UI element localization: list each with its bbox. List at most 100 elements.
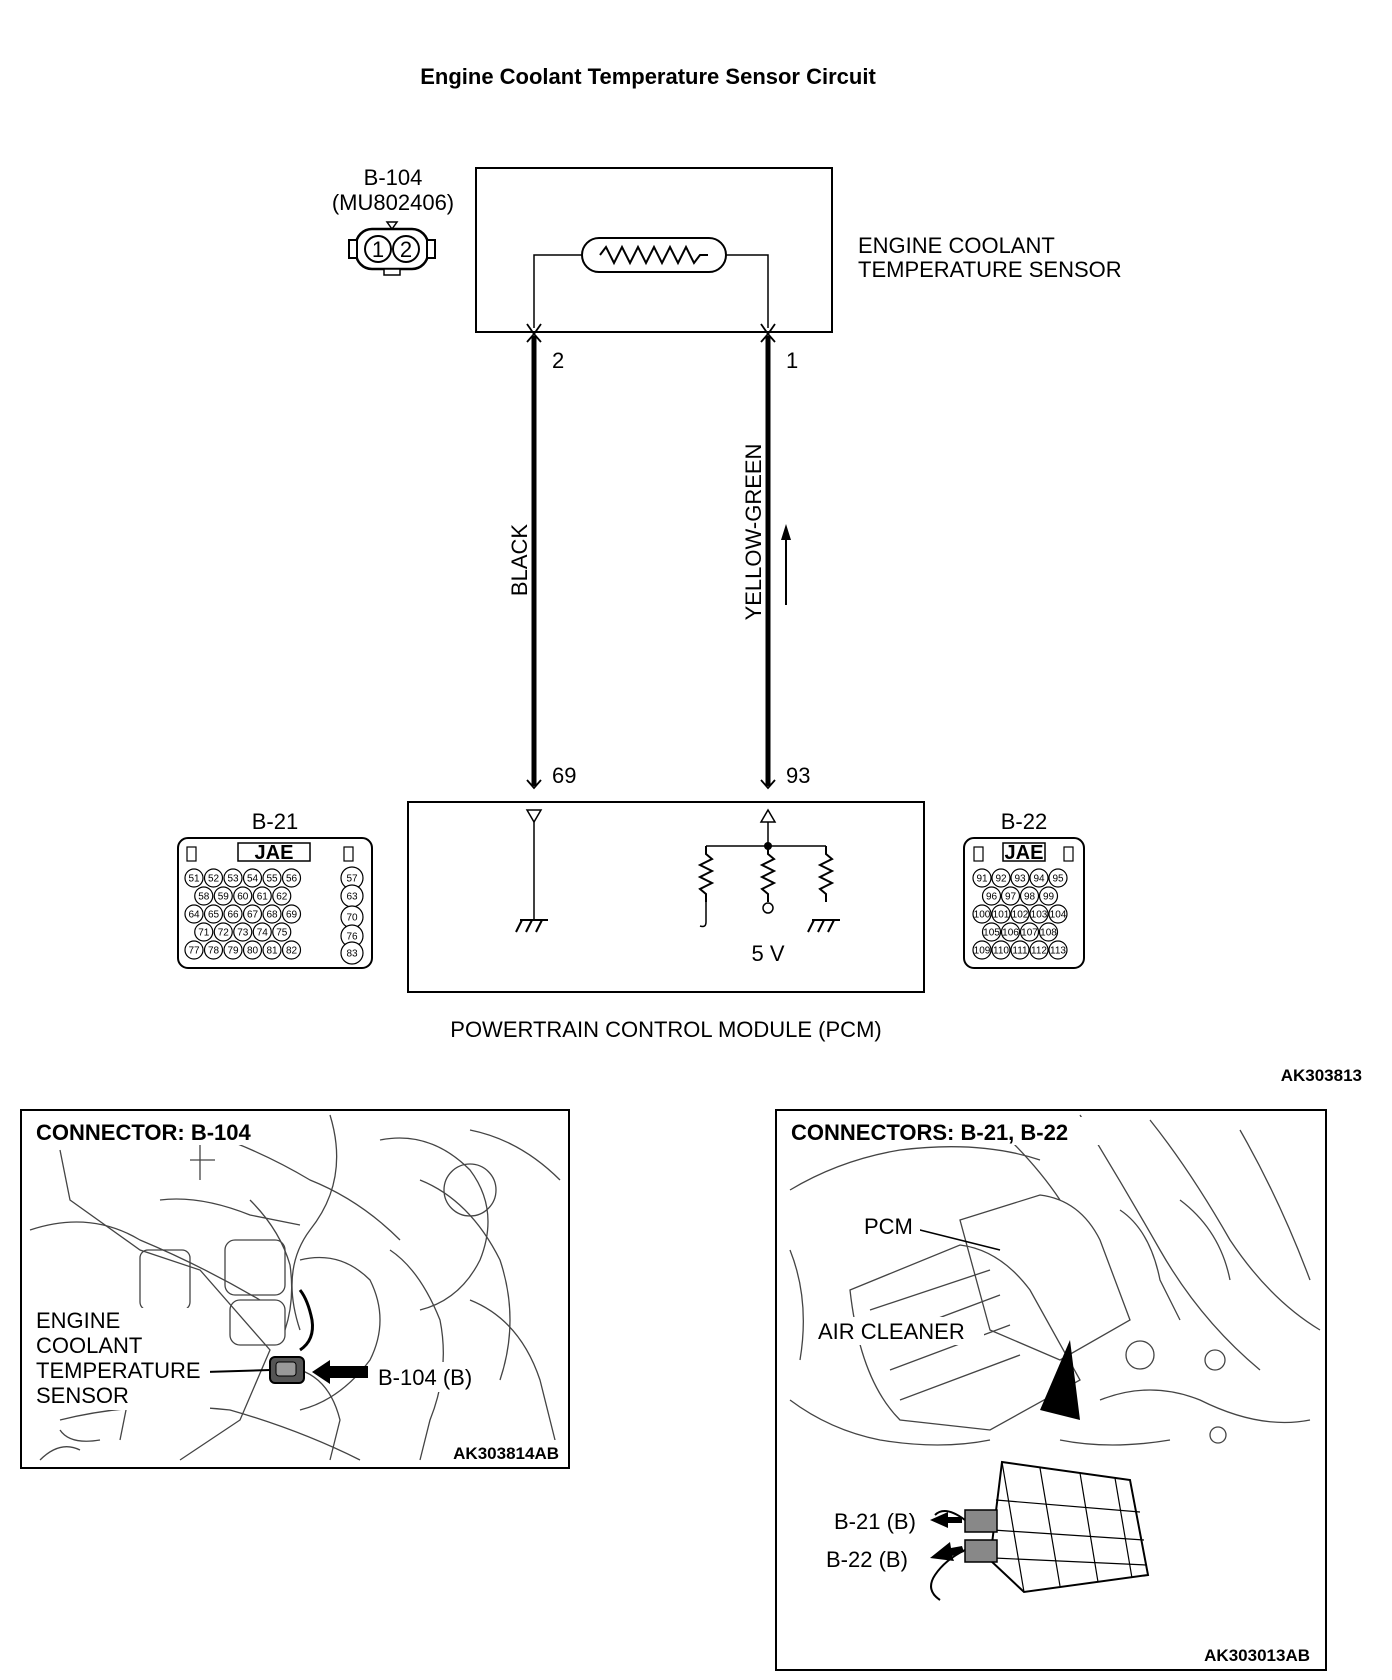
- pin-94: [1029, 868, 1049, 888]
- pin-60: [233, 886, 253, 906]
- pin-78: [203, 940, 224, 960]
- pin-label-52: 52: [208, 874, 220, 885]
- pin-69: [281, 904, 302, 924]
- engine-bay-sketch-left: [29, 1114, 561, 1461]
- pin-label-71: 71: [198, 928, 210, 939]
- wire-left-bottom-pin: 69: [552, 763, 576, 788]
- sensor-label-line2: TEMPERATURE SENSOR: [858, 257, 1122, 282]
- pin-label-94: 94: [1033, 874, 1045, 885]
- wire-left-top-pin: 2: [552, 348, 564, 373]
- wire-yellow-green: [760, 332, 776, 790]
- b104-part-number: (MU802406): [332, 190, 454, 215]
- b104-pin-1: 1: [372, 237, 384, 262]
- pin-107: [1019, 922, 1040, 942]
- pin-83: [340, 941, 364, 965]
- pin-67: [242, 904, 263, 924]
- pin-label-102: 102: [1012, 910, 1029, 921]
- pin-98: [1019, 886, 1040, 906]
- pin-53: [223, 868, 243, 888]
- thermistor-symbol: [599, 244, 708, 266]
- pin-label-98: 98: [1024, 892, 1036, 903]
- pin-label-70: 70: [346, 913, 358, 924]
- pin-label-77: 77: [188, 946, 200, 957]
- figure-code-main: AK303813: [1281, 1066, 1362, 1085]
- wire-right-top-pin: 1: [786, 348, 798, 373]
- pin-112: [1029, 940, 1049, 960]
- b21-pointer-arrow: [930, 1512, 962, 1528]
- pcm-label: POWERTRAIN CONTROL MODULE (PCM): [450, 1017, 881, 1042]
- pin-102: [1010, 904, 1030, 924]
- pin-111: [1010, 940, 1030, 960]
- photo-left-pointer-label: B-104 (B): [378, 1365, 472, 1390]
- pin-80: [242, 940, 263, 960]
- diagram-title: Engine Coolant Temperature Sensor Circui…: [420, 64, 876, 89]
- pin-label-66: 66: [227, 910, 239, 921]
- pin-95: [1048, 868, 1068, 888]
- photo-left-label-line4: SENSOR: [36, 1383, 129, 1408]
- pin-label-92: 92: [995, 874, 1007, 885]
- pin-81: [262, 940, 282, 960]
- pin-label-53: 53: [227, 874, 239, 885]
- pin-75: [272, 922, 292, 942]
- pin-62: [272, 886, 292, 906]
- photo-left-label-line2: COOLANT: [36, 1333, 142, 1358]
- pin-97: [1000, 886, 1021, 906]
- wire-right-color: YELLOW-GREEN: [741, 444, 766, 621]
- pin-label-81: 81: [266, 946, 278, 957]
- pin-label-73: 73: [237, 928, 249, 939]
- pin-label-99: 99: [1043, 892, 1055, 903]
- pin-56: [281, 868, 302, 888]
- pin-65: [203, 904, 224, 924]
- pin-82: [281, 940, 302, 960]
- pin-54: [242, 868, 263, 888]
- photo-left-label-line3: TEMPERATURE: [36, 1358, 201, 1383]
- pin-59: [213, 886, 233, 906]
- pin-label-69: 69: [286, 910, 298, 921]
- photo-right-heading: CONNECTORS: B-21, B-22: [791, 1120, 1068, 1145]
- pin-68: [262, 904, 282, 924]
- pin-label-67: 67: [247, 910, 259, 921]
- pin-label-113: 113: [1050, 946, 1066, 957]
- pin-label-112: 112: [1031, 946, 1047, 957]
- pin-106: [1000, 922, 1021, 942]
- pin-110: [991, 940, 1011, 960]
- pin-label-108: 108: [1040, 928, 1057, 939]
- pin-108: [1038, 922, 1059, 942]
- photo-connectors-b21-b22: [775, 1109, 1327, 1671]
- pin-label-100: 100: [974, 910, 991, 921]
- pcm-box: [407, 801, 925, 993]
- pin-label-58: 58: [198, 892, 210, 903]
- photo-right-label-air-cleaner: AIR CLEANER: [818, 1319, 965, 1344]
- photo-left-heading: CONNECTOR: B-104: [36, 1120, 252, 1145]
- pin-label-110: 110: [993, 946, 1009, 957]
- pin-label-106: 106: [1002, 928, 1019, 939]
- wire-right-bottom-pin: 93: [786, 763, 810, 788]
- photo-right-pointer-b22: B-22 (B): [826, 1547, 908, 1572]
- pin-113: [1048, 940, 1068, 960]
- current-direction-arrow: [781, 524, 791, 605]
- pin-label-59: 59: [218, 892, 230, 903]
- pin-label-97: 97: [1005, 892, 1017, 903]
- photo-right-pointer-b21: B-21 (B): [834, 1509, 916, 1534]
- b22-pointer-arrow: [930, 1542, 964, 1561]
- wire-black: [526, 332, 542, 790]
- pin-73: [233, 922, 253, 942]
- b104-connector-symbol: B-104 (MU802406) 1 2: [332, 165, 454, 276]
- pin-label-68: 68: [266, 910, 278, 921]
- photo-right-label-pcm: PCM: [864, 1214, 913, 1239]
- pin-52: [203, 868, 224, 888]
- photo-left-label-line1: ENGINE: [36, 1308, 120, 1333]
- pin-label-61: 61: [257, 892, 269, 903]
- b22-maker: JAE: [1005, 842, 1044, 864]
- photo-left-code: AK303814AB: [453, 1444, 559, 1463]
- pin-label-105: 105: [983, 928, 1000, 939]
- pin-label-51: 51: [188, 874, 200, 885]
- pin-109: [972, 940, 992, 960]
- pin-label-63: 63: [346, 892, 358, 903]
- pin-71: [194, 922, 214, 942]
- sensor-box: [475, 167, 833, 336]
